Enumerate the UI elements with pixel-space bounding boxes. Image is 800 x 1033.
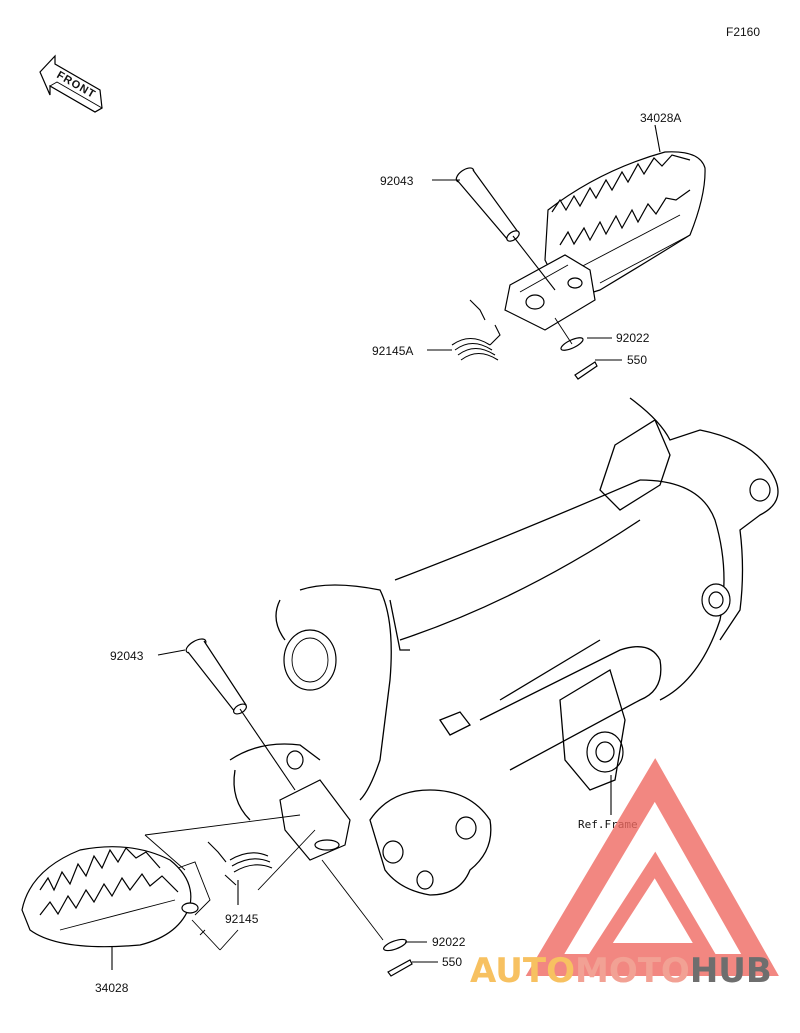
lower-footpeg-assembly: 92043 34028 92145 92022 550 [21,638,466,995]
lower-spring [207,841,273,886]
watermark-text: AUTOMOTOHUB [470,951,772,991]
label-lower-pin: 92043 [110,649,144,663]
label-lower-washer: 92022 [432,935,466,949]
upper-spring [451,299,501,361]
label-lower-cotter: 550 [442,955,462,969]
watermark-moto: MOTO [575,951,690,991]
watermark-auto: AUTO [470,951,575,991]
diagram-code: F2160 [726,25,760,39]
label-lower-footpeg: 34028 [95,981,129,995]
upper-cotter [574,361,598,380]
frame-outline [229,397,779,896]
front-arrow-icon: FRONT [39,54,103,113]
lower-pin [185,638,296,791]
upper-footpeg-assembly: 92043 34028A 92145A 92022 550 [372,111,706,380]
lower-cotter [387,959,413,977]
label-upper-spring: 92145A [372,344,413,358]
label-upper-pin: 92043 [380,174,414,188]
upper-pin [455,167,556,291]
watermark-logo: AUTOMOTOHUB [470,758,779,991]
label-upper-footpeg: 34028A [640,111,681,125]
upper-footpeg [504,151,706,331]
watermark-hub: HUB [690,951,772,991]
lower-footpeg [21,846,211,948]
label-lower-spring: 92145 [225,912,259,926]
lower-washer [383,938,407,952]
label-upper-cotter: 550 [627,353,647,367]
label-upper-washer: 92022 [616,331,650,345]
watermark-triangle-icon [525,758,779,976]
